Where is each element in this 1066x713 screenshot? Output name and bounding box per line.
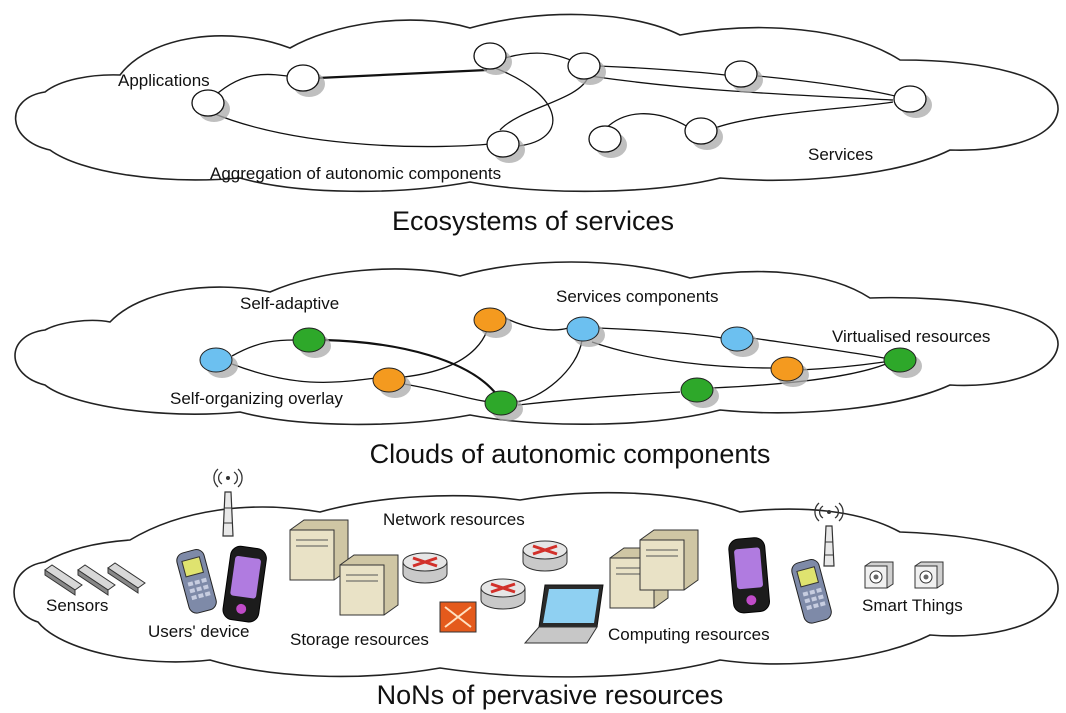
link-b-agg — [494, 67, 554, 147]
router-icon — [480, 578, 526, 610]
component-node-orange — [473, 307, 512, 338]
link-blue-orange-b — [591, 341, 773, 369]
label-storage-resources: Storage resources — [290, 630, 429, 649]
link-orange-blue — [504, 317, 569, 331]
cloud-ecosystems — [14, 13, 1059, 193]
link-blue-blue — [597, 327, 723, 339]
server-icon — [289, 519, 349, 581]
component-node-orange — [770, 356, 809, 387]
label-services-components: Services components — [556, 287, 719, 306]
label-users-device: Users' device — [148, 622, 250, 641]
link-orange-green-v — [799, 361, 885, 371]
service-node — [473, 42, 512, 75]
server-icon — [609, 547, 669, 609]
service-node — [588, 125, 627, 158]
link-c-d — [597, 65, 726, 76]
link-orange-green-2 — [403, 383, 491, 403]
sensor-icon — [107, 562, 146, 594]
service-node — [486, 130, 525, 163]
label-self-adaptive: Self-adaptive — [240, 294, 339, 313]
router-icon — [402, 552, 448, 584]
component-node-blue — [720, 326, 759, 357]
service-node — [893, 85, 932, 118]
component-node-blue — [199, 347, 238, 378]
link-d-s — [757, 75, 896, 97]
link-blue-green — [231, 339, 296, 357]
laptop-icon — [523, 584, 604, 644]
service-node — [684, 117, 723, 150]
smart-thing-icon — [914, 561, 944, 589]
label-aggregation: Aggregation of autonomic components — [210, 164, 501, 183]
label-self-organizing-overlay: Self-organizing overlay — [170, 389, 343, 408]
service-node — [724, 60, 763, 93]
link-blue-orange — [231, 363, 377, 384]
component-node-green — [883, 347, 922, 378]
server-icon — [639, 529, 699, 591]
label-smart-things: Smart Things — [862, 596, 963, 615]
antenna-icon — [213, 468, 243, 537]
service-node — [286, 64, 325, 97]
service-node — [567, 52, 606, 85]
layer-ecosystems-of-services: Applications Aggregation of autonomic co… — [14, 13, 1059, 236]
smartphone-icon — [728, 537, 770, 614]
smartphone-icon — [222, 545, 267, 623]
mobile-phone-icon — [176, 549, 217, 614]
sensor-icon — [77, 564, 116, 596]
link-blue-green-b — [514, 339, 583, 403]
layer-nons-of-pervasive-resources: Network resources Sensors Users' device … — [13, 468, 1059, 710]
link-green-green — [323, 338, 498, 396]
label-services: Services — [808, 145, 873, 164]
layer-clouds-of-autonomic-components: Self-adaptive Services components Virtua… — [14, 261, 1059, 469]
antenna-icon — [814, 502, 844, 567]
link-f-s — [714, 101, 894, 129]
component-node-green — [292, 327, 331, 358]
label-sensors: Sensors — [46, 596, 108, 615]
switch-icon — [439, 601, 477, 633]
service-node — [191, 89, 230, 122]
router-icon — [522, 540, 568, 572]
component-node-orange — [372, 367, 411, 398]
component-node-green — [484, 390, 523, 421]
label-network-resources: Network resources — [383, 510, 525, 529]
sensor-icon — [44, 564, 83, 596]
link-app-agg — [209, 111, 501, 148]
component-node-blue — [566, 316, 605, 347]
link-blue-green-v — [751, 337, 885, 359]
layer-title: Ecosystems of services — [392, 206, 674, 236]
cloud-pervasive — [13, 491, 1059, 678]
label-applications: Applications — [118, 71, 210, 90]
label-virtualised-resources: Virtualised resources — [832, 327, 990, 346]
layer-title: Clouds of autonomic components — [370, 439, 771, 469]
smart-thing-icon — [864, 561, 894, 589]
component-node-green — [680, 377, 719, 408]
link-green-green-v — [711, 363, 887, 389]
mobile-phone-icon — [791, 559, 832, 624]
layer-title: NoNs of pervasive resources — [377, 680, 724, 710]
label-computing-resources: Computing resources — [608, 625, 770, 644]
server-icon — [339, 554, 399, 616]
link-green-green-2 — [517, 391, 681, 406]
link-a-b — [317, 68, 488, 80]
